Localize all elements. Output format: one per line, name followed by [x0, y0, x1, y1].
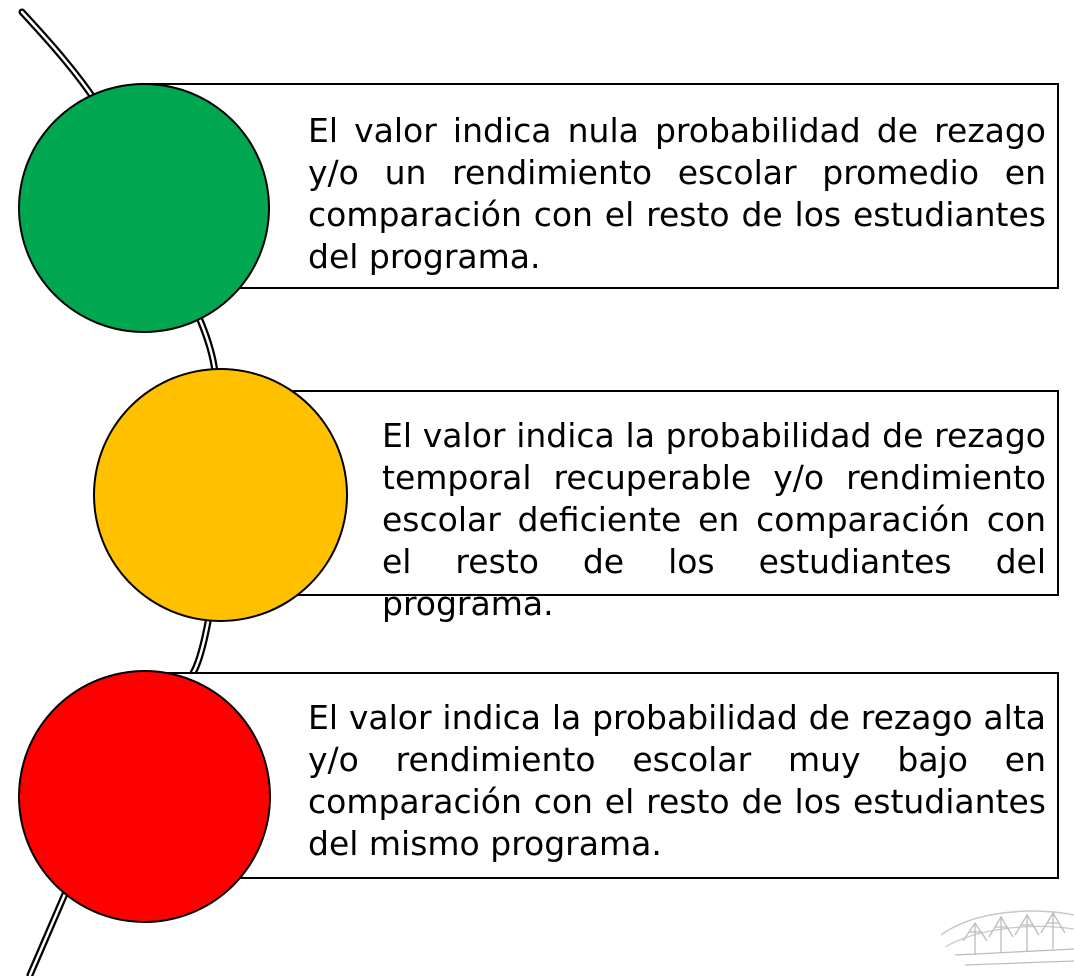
- level-2-text-box: [215, 390, 1059, 596]
- level-1-description: El valor indica nula probabilidad de rez…: [308, 111, 1046, 276]
- watermark-logo: [940, 910, 1074, 966]
- level-2-description: El valor indica la probabilidad de rezag…: [382, 416, 1046, 623]
- yellow-indicator-circle: [93, 368, 348, 622]
- red-indicator-circle: [18, 670, 271, 923]
- level-3-text-box: [140, 672, 1059, 879]
- level-1-text-box: [138, 83, 1059, 289]
- green-indicator-circle: [18, 83, 270, 333]
- level-3-description: El valor indica la probabilidad de rezag…: [308, 698, 1046, 863]
